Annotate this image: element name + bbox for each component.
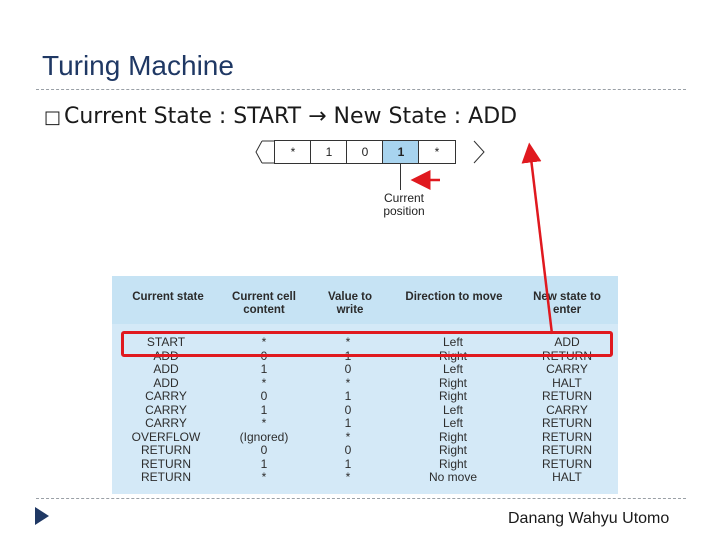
header-direction: Direction to move (405, 291, 503, 303)
header-current-state: Current state (132, 291, 204, 303)
column-new-state: ADD RETURN CARRY HALT RETURN CARRY RETUR… (542, 335, 592, 484)
column-direction: Left Right Left Right Right Left Left Ri… (428, 335, 478, 484)
bullet-text: Current State : START → New State : ADD (64, 104, 518, 129)
header-new-state: New state to enter (533, 291, 601, 316)
bullet-icon: □ (44, 107, 62, 128)
header-cell-content: Current cell content (232, 291, 296, 316)
tape-cell: * (274, 140, 312, 164)
table-header: Current state Current cell content Value… (112, 276, 618, 324)
play-triangle-icon (35, 507, 49, 525)
tape-cell-current: 1 (382, 140, 420, 164)
tape-cell: * (418, 140, 456, 164)
tape-pointer (400, 164, 401, 190)
transition-table: Current state Current cell content Value… (112, 276, 618, 494)
highlighted-row-box (121, 331, 613, 357)
tape: * 1 0 1 * (250, 140, 490, 164)
title-divider (36, 89, 686, 90)
bullet-line: □Current State : START → New State : ADD (44, 104, 517, 129)
red-arrow-icon (521, 142, 554, 335)
pointer-label: Current position (383, 191, 425, 218)
author-name: Danang Wahyu Utomo (508, 510, 670, 527)
slide-title: Turing Machine (42, 50, 234, 81)
header-value-to-write: Value to write (327, 291, 373, 316)
footer-divider (36, 498, 686, 499)
